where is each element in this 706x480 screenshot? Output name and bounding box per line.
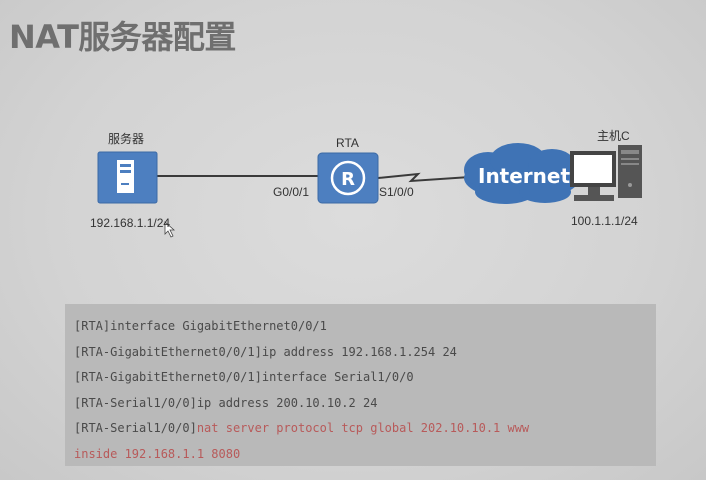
router-left-port-label: G0/0/1: [273, 185, 310, 199]
internet-cloud-label: Internet: [478, 164, 571, 188]
config-line: [RTA-Serial1/0/0]ip address 200.10.10.2 …: [74, 391, 656, 417]
server-name-label: 服务器: [108, 132, 145, 146]
config-line: [RTA]interface GigabitEthernet0/0/1: [74, 314, 656, 340]
router-right-port-label: S1/0/0: [379, 185, 414, 199]
config-line: [RTA-GigabitEthernet0/0/1]interface Seri…: [74, 365, 656, 391]
config-line: [RTA-Serial1/0/0]nat server protocol tcp…: [74, 416, 656, 442]
slide-title: NAT服务器配置: [9, 18, 236, 56]
config-line-highlight: nat server protocol tcp global 202.10.10…: [196, 421, 530, 435]
svg-text:R: R: [341, 169, 355, 190]
config-line-text: [RTA-GigabitEthernet0/0/1]interface Seri…: [74, 370, 414, 384]
config-line-text: [RTA-Serial1/0/0]ip address 200.10.10.2 …: [74, 395, 378, 410]
server-icon: [97, 151, 158, 204]
mouse-cursor-icon: [164, 221, 176, 238]
router-name-label: RTA: [336, 136, 359, 150]
host-ip-label: 100.1.1.1/24: [571, 214, 638, 228]
config-line: inside 192.168.1.1 8080: [74, 442, 656, 468]
internet-cloud-icon: [464, 143, 580, 204]
config-line-text: [RTA-Serial1/0/0]: [74, 421, 197, 435]
server-ip-label: 192.168.1.1/24: [90, 216, 171, 230]
config-line: [RTA-GigabitEthernet0/0/1]ip address 192…: [74, 340, 656, 366]
router-icon: R: [317, 152, 379, 204]
config-line-text: [RTA-GigabitEthernet0/0/1]ip address 192…: [74, 344, 457, 359]
config-line-highlight: inside 192.168.1.1 8080: [74, 446, 241, 461]
network-topology-diagram: R: [97, 143, 642, 238]
config-code-block: [RTA]interface GigabitEthernet0/0/1 [RTA…: [65, 304, 656, 466]
host-name-label: 主机C: [597, 129, 630, 143]
config-line-text: [RTA]interface GigabitEthernet0/0/1: [74, 319, 327, 333]
host-computer-icon: [570, 145, 642, 201]
router-internet-serial-link: [377, 172, 471, 183]
